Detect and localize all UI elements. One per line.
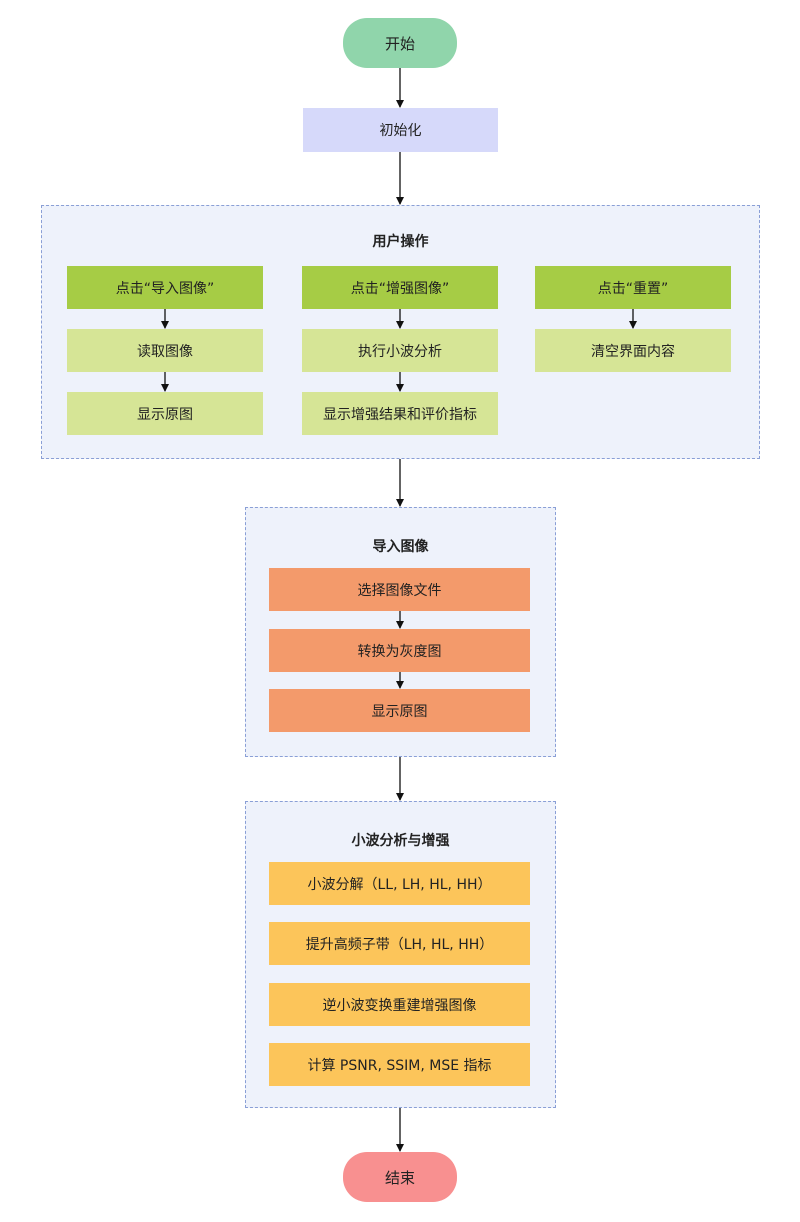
compute-metrics-node: 计算 PSNR, SSIM, MSE 指标 <box>269 1043 530 1086</box>
read-image-node: 读取图像 <box>67 329 263 372</box>
click-reset-node: 点击“重置” <box>535 266 731 309</box>
show-original-import-node: 显示原图 <box>269 689 530 732</box>
click-enhance-node: 点击“增强图像” <box>302 266 498 309</box>
start-node: 开始 <box>343 18 457 68</box>
to-grayscale-node: 转换为灰度图 <box>269 629 530 672</box>
wavelet-title: 小波分析与增强 <box>351 833 450 849</box>
import-image-title: 导入图像 <box>372 539 429 555</box>
select-file-node: 选择图像文件 <box>269 568 530 611</box>
show-original-node: 显示原图 <box>67 392 263 435</box>
run-wavelet-node: 执行小波分析 <box>302 329 498 372</box>
boost-highfreq-node: 提升高频子带（LH, HL, HH） <box>269 922 530 965</box>
clear-ui-node: 清空界面内容 <box>535 329 731 372</box>
show-enhanced-node: 显示增强结果和评价指标 <box>302 392 498 435</box>
click-import-node: 点击“导入图像” <box>67 266 263 309</box>
end-node: 结束 <box>343 1152 457 1202</box>
wavelet-decompose-node: 小波分解（LL, LH, HL, HH） <box>269 862 530 905</box>
init-node: 初始化 <box>303 108 498 152</box>
inverse-wavelet-node: 逆小波变换重建增强图像 <box>269 983 530 1026</box>
user-ops-title: 用户操作 <box>372 234 429 250</box>
